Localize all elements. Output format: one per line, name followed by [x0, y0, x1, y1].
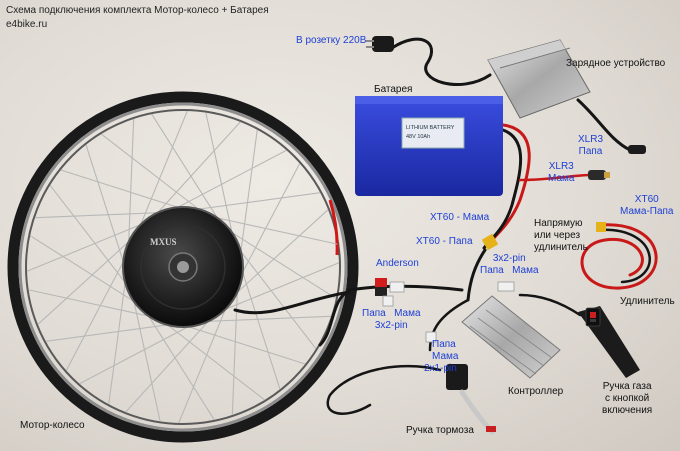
spoke — [60, 169, 184, 210]
spoke — [220, 262, 340, 312]
spoke — [28, 289, 155, 318]
label-3x2-pin-b-mama: Мама — [394, 308, 421, 319]
label-xt60-papa: XT60 - Папа — [416, 236, 473, 247]
label-direct-line3: удлинитель — [534, 242, 588, 253]
label-3x2-pin-b-papa: Папа — [362, 308, 386, 319]
spoke — [79, 323, 194, 385]
page-title: Схема подключения комплекта Мотор-колесо… — [6, 5, 269, 16]
label-3x2-pin-a-papa-mama: Папа Мама — [480, 265, 539, 277]
xt60-connectors — [481, 222, 606, 251]
cables — [233, 37, 658, 415]
spoke — [239, 163, 301, 278]
spoke — [153, 121, 241, 218]
spoke — [65, 256, 127, 371]
spoke — [202, 315, 332, 323]
spoke — [239, 129, 258, 258]
label-2x1-pin: Папа Мама 2x1-pin — [424, 339, 459, 375]
battery-sticker-line2: 48V 10Ah — [406, 134, 430, 140]
label-2x1-pin-line3: 2x1-pin — [424, 363, 457, 374]
label-3x2-pin-a-papa: Папа — [480, 265, 504, 276]
battery: LITHIUM BATTERY 48V 10Ah — [355, 96, 503, 196]
spoke — [132, 295, 161, 422]
hub-brand: MXUS — [150, 237, 177, 247]
label-throttle-line3: включения — [602, 405, 653, 416]
outlet-plug — [366, 36, 394, 52]
spoke — [172, 149, 287, 211]
label-battery: Батарея — [374, 84, 413, 95]
label-xlr3-papa-line1: XLR3 — [578, 134, 604, 145]
spoke — [85, 144, 126, 268]
label-outlet: В розетку 220В — [296, 35, 367, 46]
label-xlr3-papa-line2: Папа — [578, 146, 603, 157]
label-xlr3-mama-line2: Мама — [548, 173, 575, 184]
spoke — [205, 112, 234, 239]
label-3x2-pin-a: 3x2-pin Папа Мама — [480, 253, 539, 277]
label-anderson: Anderson — [376, 258, 419, 269]
label-charger: Зарядное устройство — [566, 58, 666, 69]
label-brake: Ручка тормоза — [406, 425, 474, 436]
label-2x1-pin-line2: Мама — [432, 351, 459, 362]
spoke — [145, 311, 215, 421]
spoke — [232, 209, 329, 297]
controller — [461, 295, 561, 379]
spoke — [37, 237, 134, 325]
spoke — [26, 222, 146, 272]
label-3x2-pin-a-line1: 3x2-pin — [492, 253, 526, 264]
spoke — [178, 304, 228, 424]
label-xlr3-papa: XLR3 Папа — [578, 134, 603, 158]
label-xt60-extender: XT60 Мама-Папа — [620, 194, 674, 218]
spoke — [237, 246, 317, 349]
label-xlr3-mama-line1: XLR3 — [548, 161, 574, 172]
motor-wheel: MXUS — [7, 91, 359, 443]
battery-sticker-line1: LITHIUM BATTERY — [406, 125, 455, 131]
label-xt60-extender-line1: XT60 — [634, 194, 659, 205]
spoke — [108, 276, 127, 405]
label-2x1-pin-line1: Папа — [432, 339, 456, 350]
spoke — [138, 110, 188, 230]
spokes — [26, 110, 340, 424]
xlr3-connectors — [588, 145, 646, 180]
spoke — [227, 229, 337, 299]
label-3x2-pin-b-papa-mama: Папа Мама — [362, 308, 421, 320]
anderson-connectors — [375, 278, 515, 343]
spoke — [240, 266, 281, 390]
spoke — [211, 216, 338, 245]
battery-sticker — [401, 117, 465, 149]
spoke — [125, 316, 213, 413]
spoke — [182, 324, 306, 365]
label-3x2-pin-a-mama: Мама — [512, 265, 539, 276]
brake-lever — [446, 364, 496, 435]
label-xt60-extender-line2: Мама-Папа — [620, 206, 674, 217]
label-3x2-pin-b: Папа Мама 3x2-pin — [362, 308, 421, 332]
label-controller: Контроллер — [508, 386, 564, 397]
spoke — [127, 118, 135, 248]
label-throttle-line1: Ручка газа — [602, 381, 652, 392]
label-direct: Напрямую или через удлинитель — [534, 218, 588, 254]
throttle — [578, 306, 640, 378]
site-link[interactable]: e4bike.ru — [6, 19, 48, 30]
spoke — [101, 133, 204, 213]
label-extender: Удлинитель — [620, 296, 675, 307]
spoke — [151, 113, 221, 223]
spoke — [192, 192, 321, 211]
label-motor-wheel: Мотор-колесо — [20, 420, 85, 431]
spoke — [29, 235, 139, 305]
label-xt60-mama: XT60 - Мама — [430, 212, 490, 223]
spoke — [49, 185, 129, 288]
charger — [487, 39, 591, 119]
spoke — [34, 211, 164, 219]
label-direct-line2: или через — [534, 230, 581, 241]
spoke — [162, 321, 265, 401]
spoke — [231, 286, 239, 416]
label-3x2-pin-b-line2: 3x2-pin — [374, 320, 408, 331]
label-throttle-line2: с кнопкой — [604, 393, 650, 404]
spoke — [45, 323, 174, 342]
label-xlr3-mama: XLR3 Мама — [548, 161, 574, 185]
label-throttle: Ручка газа с кнопкой включения — [602, 381, 652, 417]
label-direct-line1: Напрямую — [534, 218, 583, 229]
